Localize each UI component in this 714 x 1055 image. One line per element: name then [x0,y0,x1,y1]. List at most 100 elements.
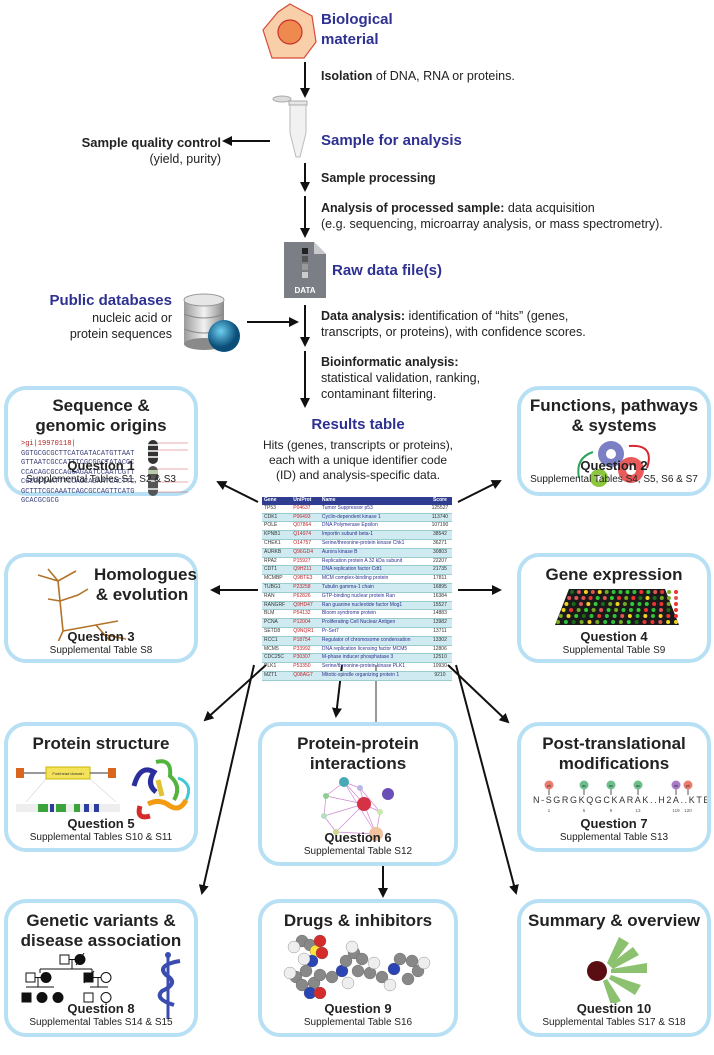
phylogenetic-tree-icon [37,568,127,641]
microarray-spot [632,590,637,594]
microarray-spot [599,608,604,612]
microarray-spot [660,590,665,594]
box-gene-expression: Gene expression Question 4 Supplemental … [517,553,711,663]
microarray-spot [627,614,632,618]
sequence-line: GCTTTCGCAAATCAGCGCCAGTTCATG [21,487,135,496]
microarray-spot [571,602,576,606]
public-databases-line2: protein sequences [69,327,172,341]
raw-data-label: Raw data file(s) [332,262,443,279]
microarray-spot [667,590,672,594]
molecule-atom [287,940,301,954]
microarray-spot [630,602,635,606]
microarray-spot [574,614,579,618]
sample-qc: Sample quality control (yield, purity) [76,135,221,167]
box-6-title-line2: interactions [309,754,407,773]
box-2-title: Functions, pathways & systems [521,396,707,436]
cell-gene: CDT1 [262,565,292,576]
microarray-spot [587,620,592,624]
caduceus-icon [157,952,181,1019]
cell-score: 13302 [427,636,452,646]
box-6-question: Question 6 [324,830,392,845]
analysis-text: data acquisition [504,201,595,215]
cell-name: M-phase inducer phosphatase 3 [319,653,428,664]
sample-for-analysis-label: Sample for analysis [321,132,462,149]
microarray-spot [564,602,569,606]
sequence-line: CGCGCTAATTTCCAGCAGAATCACTTC [21,478,135,486]
microarray-spot [604,614,609,618]
microarray-spot [639,590,644,594]
column-header-gene: Gene [262,497,292,505]
microarray-spot [666,614,671,618]
box-summary-overview: Summary & overview Question 10 Supplemen… [517,899,711,1037]
microarray-spot [618,590,623,594]
cell-name: DNA Polymerase Epsilon [319,521,428,532]
cell-score: 36271 [427,539,452,549]
cell-uniprot: P18754 [291,636,320,646]
box-5-question: Question 5 [67,816,135,831]
ptm-marker-label: ph [686,783,690,788]
cell-gene: MZT1 [262,671,292,681]
cell-score: 13982 [427,618,452,628]
cell-name: Serine/threonine-protein kinase Chk1 [319,539,428,549]
microarray-spot [561,608,566,612]
ptm-marker-label: ub [674,783,679,788]
data-file-icon: DATA [284,242,326,298]
microarray-spot [634,620,639,624]
microarray-spot [604,590,609,594]
microarray-spot [569,608,574,612]
cell-name: MCM complex-binding protein [319,574,428,584]
summary-burst-icon [587,937,647,1003]
arrow-q8 [198,664,255,895]
microarray-spot [590,590,595,594]
microarray-spot [651,614,655,618]
data-analysis-bold: Data analysis: [321,309,406,323]
microarray-spot [556,620,560,624]
molecule-atom [339,954,353,968]
box-sequence-genomic-origins: Sequence & genomic origins >gi|19970118|… [4,386,198,505]
cell-name: Importin subunit beta-1 [319,530,428,540]
box-5-title: Protein structure [32,734,170,753]
microarray-spot [597,590,602,594]
molecule-atom [325,970,339,984]
public-databases-title: Public databases [49,292,172,309]
microarray-spot [635,614,640,618]
cell-uniprot: P06493 [291,513,320,523]
microarray-spot [666,596,671,600]
molecule-atom [417,956,431,970]
microarray-spot [674,608,678,612]
box-8-title-line1: Genetic variants & [26,911,176,930]
cell-name: Tubulin gamma-1 chain [319,583,428,593]
data-analysis-text: identification of “hits” (genes, [405,309,569,323]
box-7-question: Question 7 [580,816,648,831]
cell-gene: PCNA [262,618,292,628]
box-10-tables: Supplemental Tables S17 & S18 [542,1017,686,1028]
cell-gene: TP53 [262,504,292,514]
cell-gene: MCM5 [262,645,292,655]
microarray-spot [615,602,620,606]
cell-gene: CHEK1 [262,539,292,549]
cell-name: Serine/threonine-protein kinase PLK1 [319,662,428,672]
cell-score: 16895 [427,583,452,593]
microarray-spot [642,620,647,624]
arrow-q1 [216,481,259,503]
molecule-atom [383,978,397,992]
pedigree-chart-icon [21,953,112,1003]
microarray-spot [620,614,625,618]
sequence-line: CCACAGCGCCAGCAGAATCCAATCGTT [21,468,135,477]
microarray-spot [591,608,596,612]
ptm-marker-label: ph [547,783,551,788]
molecule-atom [315,946,329,960]
database-globe-icon [183,293,240,352]
analysis-bold: Analysis of processed sample: [321,201,505,215]
microarray-spot [621,608,626,612]
biological-material-line2: material [321,31,379,48]
